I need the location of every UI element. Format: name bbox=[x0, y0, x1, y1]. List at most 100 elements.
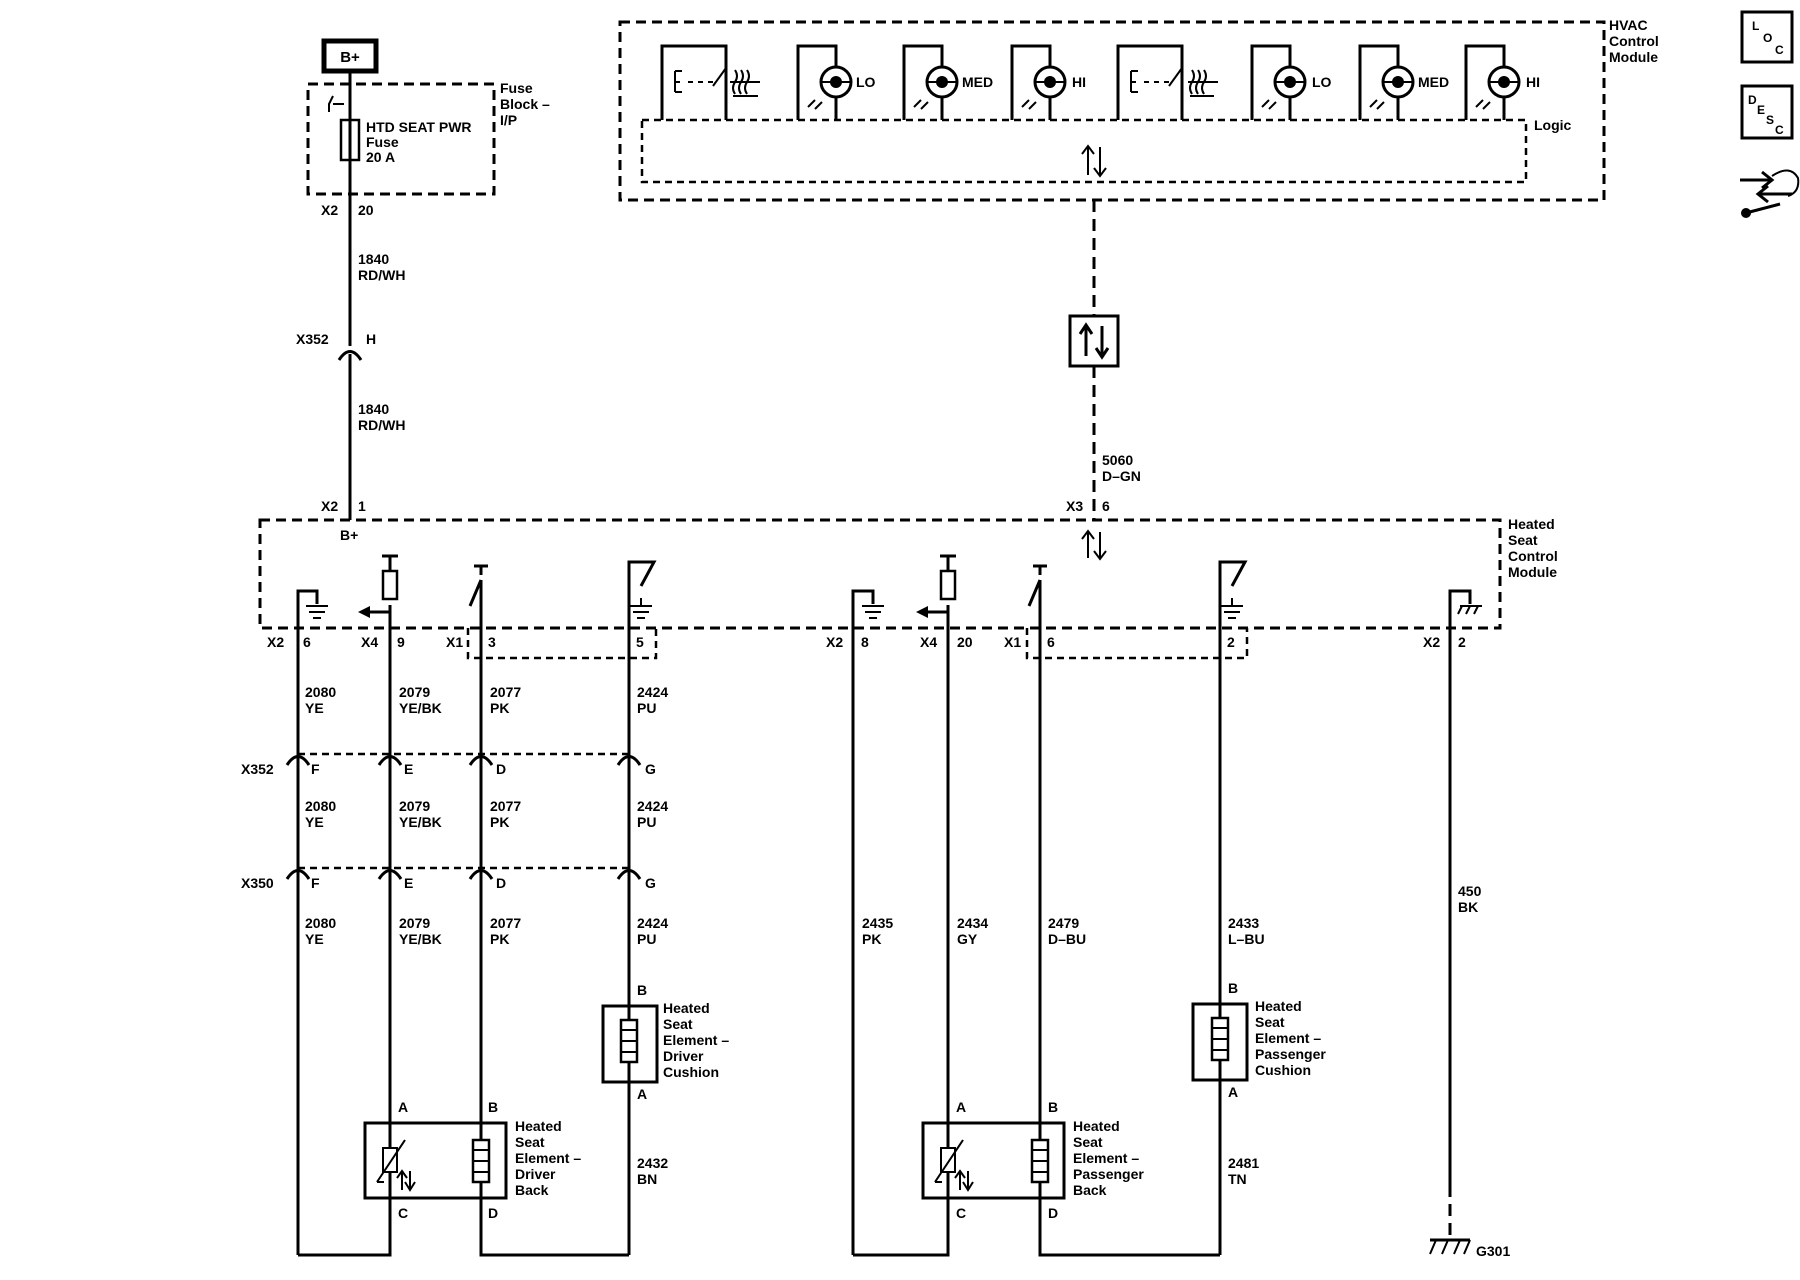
x350-pin-g: G bbox=[645, 875, 656, 891]
pin-5-num: 8 bbox=[861, 634, 869, 650]
drv-wire-1-color-c: YE bbox=[305, 931, 324, 947]
indicator-1-label: LO bbox=[856, 74, 876, 90]
drv-wire-1-color-a: YE bbox=[305, 700, 324, 716]
serial-color: D–GN bbox=[1102, 468, 1141, 484]
drv-wire-4-color-b: PU bbox=[637, 814, 656, 830]
indicator-6-label: HI bbox=[1526, 74, 1540, 90]
desc-icon[interactable]: D E S C bbox=[1740, 84, 1794, 140]
driver-hi-indicator: HI bbox=[1010, 44, 1086, 120]
x350-pin-f: F bbox=[311, 875, 320, 891]
pass-back-pin-a: A bbox=[956, 1099, 966, 1115]
drv-back-label-2: Seat bbox=[515, 1134, 545, 1150]
pass-wire-4-color: L–BU bbox=[1228, 931, 1265, 947]
drv-wire-3-circuit-c: 2077 bbox=[490, 915, 521, 931]
pass-cushion-label-3: Element – bbox=[1255, 1030, 1321, 1046]
pass-wire-4-circuit: 2433 bbox=[1228, 915, 1259, 931]
drv-wire-4-circuit-a: 2424 bbox=[637, 684, 668, 700]
passenger-seat-heat-switch bbox=[1116, 44, 1218, 120]
fuse-conn: X2 bbox=[321, 202, 338, 218]
drv-wire-3-circuit-b: 2077 bbox=[490, 798, 521, 814]
driver-cushion-heating-element: B A Heated Seat Element – Driver Cushion bbox=[601, 982, 729, 1102]
serial-circuit: 5060 bbox=[1102, 452, 1133, 468]
pass-back-label-2: Seat bbox=[1073, 1134, 1103, 1150]
desc-letter-e: E bbox=[1757, 103, 1765, 117]
return-wire-2-color: TN bbox=[1228, 1171, 1247, 1187]
passenger-harness: 2435 PK 2434 GY 2479 D–BU 2433 L–BU B A … bbox=[851, 628, 1326, 1257]
heated-seat-control-module: Heated Seat Control Module B+ bbox=[258, 516, 1558, 630]
feed-wire-2-color: RD/WH bbox=[358, 417, 405, 433]
x352-pin-d: D bbox=[496, 761, 506, 777]
pass-wire-1-color: PK bbox=[862, 931, 881, 947]
pin-2-conn: X4 bbox=[361, 634, 378, 650]
passenger-back-heating-element: A B C D Heated Seat Element – Passenger … bbox=[921, 1099, 1144, 1221]
indicator-4-label: LO bbox=[1312, 74, 1332, 90]
drv-wire-1-circuit-b: 2080 bbox=[305, 798, 336, 814]
pass-wire-3-circuit: 2479 bbox=[1048, 915, 1079, 931]
drv-wire-2-circuit-a: 2079 bbox=[399, 684, 430, 700]
drv-wire-2-color-b: YE/BK bbox=[399, 814, 442, 830]
x352-pin-e: E bbox=[404, 761, 413, 777]
pin-1-conn: X2 bbox=[267, 634, 284, 650]
ground-wire-circuit: 450 bbox=[1458, 883, 1482, 899]
loc-letter-l: L bbox=[1752, 19, 1759, 33]
pin-9-conn: X2 bbox=[1423, 634, 1440, 650]
fuse-block-ip: HTD SEAT PWR Fuse 20 A Fuse Block – I/P bbox=[306, 80, 550, 205]
hscm-title-3: Control bbox=[1508, 548, 1558, 564]
feed-wire-2-circuit: 1840 bbox=[358, 401, 389, 417]
drv-back-label-4: Driver bbox=[515, 1166, 556, 1182]
drv-cushion-label-1: Heated bbox=[663, 1000, 710, 1016]
passenger-med-indicator: MED bbox=[1358, 44, 1449, 120]
pin-3-conn: X1 bbox=[446, 634, 463, 650]
fuse-label-1: HTD SEAT PWR bbox=[366, 119, 472, 135]
hvac-logic-label: Logic bbox=[1534, 117, 1572, 133]
drv-back-pin-c: C bbox=[398, 1205, 408, 1221]
driver-seat-heat-switch bbox=[660, 44, 760, 120]
drv-wire-1-color-b: YE bbox=[305, 814, 324, 830]
return-wire-1-color: BN bbox=[637, 1171, 657, 1187]
loc-icon[interactable]: L O C bbox=[1740, 10, 1794, 64]
drv-cushion-pin-a: A bbox=[637, 1086, 647, 1102]
drv-wire-4-circuit-b: 2424 bbox=[637, 798, 668, 814]
pass-cushion-label-4: Passenger bbox=[1255, 1046, 1326, 1062]
hscm-arrows-icon bbox=[1081, 529, 1107, 561]
pass-cushion-label-1: Heated bbox=[1255, 998, 1302, 1014]
desc-letter-d: D bbox=[1748, 93, 1757, 107]
drv-cushion-label-3: Element – bbox=[663, 1032, 729, 1048]
drv-wire-3-color-c: PK bbox=[490, 931, 509, 947]
serial-pin: 6 bbox=[1102, 498, 1110, 514]
hscm-title-2: Seat bbox=[1508, 532, 1538, 548]
loc-letter-o: O bbox=[1763, 31, 1772, 45]
driver-back-heating-element: A B C D Heated Seat Element – Driver Bac… bbox=[363, 1099, 581, 1221]
pass-cushion-label-5: Cushion bbox=[1255, 1062, 1311, 1078]
pass-back-label-4: Passenger bbox=[1073, 1166, 1144, 1182]
inline-connector-x352-h: X352 H bbox=[296, 331, 376, 361]
x352-top-pin: H bbox=[366, 331, 376, 347]
hvac-logic-arrows-icon bbox=[1081, 144, 1107, 178]
fuse-label-3: 20 A bbox=[366, 149, 395, 165]
pass-wire-2-circuit: 2434 bbox=[957, 915, 988, 931]
passenger-hi-indicator: HI bbox=[1464, 44, 1540, 120]
return-wire-2-circuit: 2481 bbox=[1228, 1155, 1259, 1171]
fuse-block-title-3: I/P bbox=[500, 112, 517, 128]
drv-wire-3-color-a: PK bbox=[490, 700, 509, 716]
hscm-power-pin: 1 bbox=[358, 498, 366, 514]
passenger-cushion-heating-element: B A Heated Seat Element – Passenger Cush… bbox=[1191, 980, 1326, 1100]
pass-wire-3-color: D–BU bbox=[1048, 931, 1086, 947]
drv-wire-2-color-a: YE/BK bbox=[399, 700, 442, 716]
x350-name: X350 bbox=[241, 875, 274, 891]
driver-lo-indicator: LO bbox=[796, 44, 876, 120]
pin-2-num: 9 bbox=[397, 634, 405, 650]
desc-letter-c: C bbox=[1775, 123, 1784, 137]
pin-1-num: 6 bbox=[303, 634, 311, 650]
drv-wire-4-color-c: PU bbox=[637, 931, 656, 947]
pin-6-num: 20 bbox=[957, 634, 973, 650]
fuse-block-title-1: Fuse bbox=[500, 80, 533, 96]
pass-cushion-pin-b: B bbox=[1228, 980, 1238, 996]
drv-wire-2-circuit-b: 2079 bbox=[399, 798, 430, 814]
diagnostic-tools-icon[interactable] bbox=[1740, 169, 1800, 218]
drv-wire-2-color-c: YE/BK bbox=[399, 931, 442, 947]
pin-4-num: 5 bbox=[636, 634, 644, 650]
drv-wire-1-circuit-c: 2080 bbox=[305, 915, 336, 931]
pin-5-conn: X2 bbox=[826, 634, 843, 650]
